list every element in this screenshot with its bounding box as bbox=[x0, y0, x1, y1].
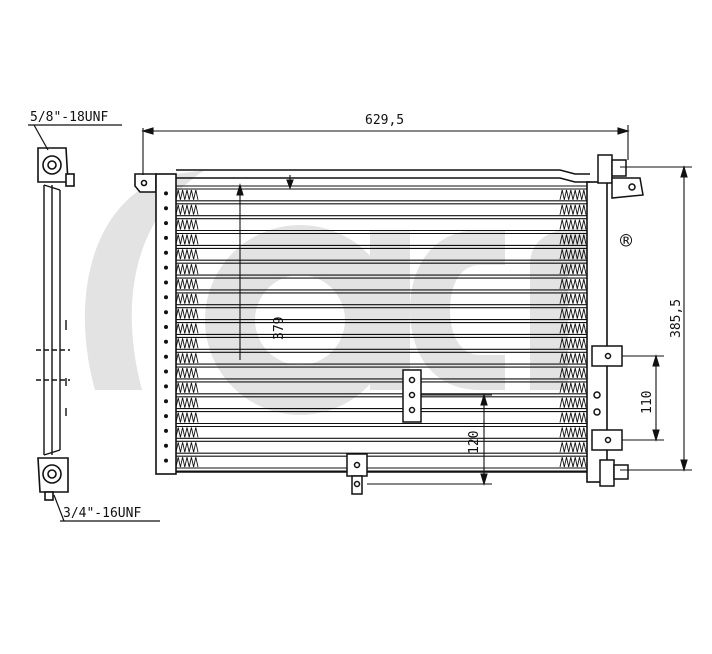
tank-hole bbox=[164, 354, 168, 359]
bracket-spacing-dimension: 110 bbox=[640, 391, 655, 414]
tank-hole bbox=[164, 458, 168, 463]
tank-hole bbox=[164, 384, 168, 389]
overall-width-dimension: 629,5 bbox=[365, 113, 404, 128]
fin-pattern-left bbox=[175, 368, 199, 378]
fin-pattern-left bbox=[175, 442, 199, 453]
callout-leaders bbox=[28, 124, 160, 522]
fin-pattern-left bbox=[175, 338, 199, 349]
dimension-lines bbox=[141, 125, 692, 486]
fin-pattern-right bbox=[559, 442, 587, 453]
tank-hole bbox=[164, 280, 168, 285]
top-fitting-side bbox=[37, 147, 75, 187]
fin-pattern-right bbox=[559, 293, 587, 304]
fin-pattern-left bbox=[175, 219, 199, 230]
mount-height-dimension: 120 bbox=[467, 431, 482, 454]
tank-hole bbox=[164, 369, 168, 374]
tank-hole bbox=[164, 443, 168, 448]
fin-pattern-right bbox=[559, 353, 587, 364]
side-view bbox=[36, 184, 70, 456]
tank-hole bbox=[164, 339, 168, 344]
fin-pattern-right bbox=[559, 189, 587, 200]
fin-pattern-left bbox=[175, 234, 199, 245]
fin-pattern-left bbox=[175, 189, 199, 200]
fin-pattern-left bbox=[175, 204, 199, 215]
fin-pattern-left bbox=[175, 457, 199, 468]
fin-pattern-left bbox=[175, 382, 199, 393]
fin-pattern-right bbox=[559, 219, 587, 230]
fin-pattern-right bbox=[559, 264, 587, 275]
fin-pattern-right bbox=[559, 279, 587, 289]
fin-pattern-right bbox=[559, 308, 587, 319]
fin-pattern-right bbox=[559, 382, 587, 393]
fin-pattern-right bbox=[559, 249, 587, 260]
bottom-fitting-side bbox=[37, 457, 69, 501]
tank-hole bbox=[164, 310, 168, 315]
fin-pattern-left bbox=[175, 412, 199, 423]
fin-pattern-left bbox=[175, 279, 199, 289]
tank-hole bbox=[164, 265, 168, 270]
condenser-tubes bbox=[176, 185, 587, 472]
right-fittings bbox=[591, 154, 644, 487]
core-height-dimension: 379 bbox=[272, 317, 287, 340]
tank-hole bbox=[164, 428, 168, 433]
fin-pattern-right bbox=[559, 457, 587, 468]
fin-pattern-left bbox=[175, 397, 199, 408]
tank-hole bbox=[164, 206, 168, 211]
fin-pattern-left bbox=[175, 323, 199, 334]
fin-pattern-left bbox=[175, 264, 199, 275]
fin-pattern-right bbox=[559, 397, 587, 408]
fin-pattern-right bbox=[559, 412, 587, 423]
fin-pattern-left bbox=[175, 353, 199, 364]
bottom-fitting-callout: 3/4"-16UNF bbox=[63, 506, 141, 521]
fin-pattern-left bbox=[175, 293, 199, 304]
fin-pattern-left bbox=[175, 308, 199, 319]
tank-hole bbox=[164, 414, 168, 419]
fin-pattern-right bbox=[559, 338, 587, 349]
fin-pattern-right bbox=[559, 427, 587, 438]
fin-pattern-right bbox=[559, 204, 587, 215]
fin-pattern-right bbox=[559, 234, 587, 245]
top-fitting-callout: 5/8"-18UNF bbox=[30, 110, 108, 125]
tank-hole bbox=[164, 295, 168, 300]
tank-hole bbox=[164, 325, 168, 329]
condenser-frame bbox=[134, 169, 608, 483]
tank-hole bbox=[164, 221, 168, 226]
registered-mark: ® bbox=[620, 229, 633, 253]
tank-hole bbox=[164, 235, 168, 240]
fin-pattern-left bbox=[175, 427, 199, 438]
condenser-fins bbox=[175, 189, 587, 468]
fin-pattern-right bbox=[559, 323, 587, 334]
tank-hole bbox=[164, 250, 168, 255]
fin-pattern-left bbox=[175, 249, 199, 260]
left-tank-holes bbox=[164, 191, 168, 463]
fin-pattern-right bbox=[559, 368, 587, 378]
center-brackets bbox=[346, 369, 422, 495]
overall-height-dimension: 385,5 bbox=[669, 299, 684, 338]
tank-hole bbox=[164, 191, 168, 196]
tank-hole bbox=[164, 399, 168, 404]
